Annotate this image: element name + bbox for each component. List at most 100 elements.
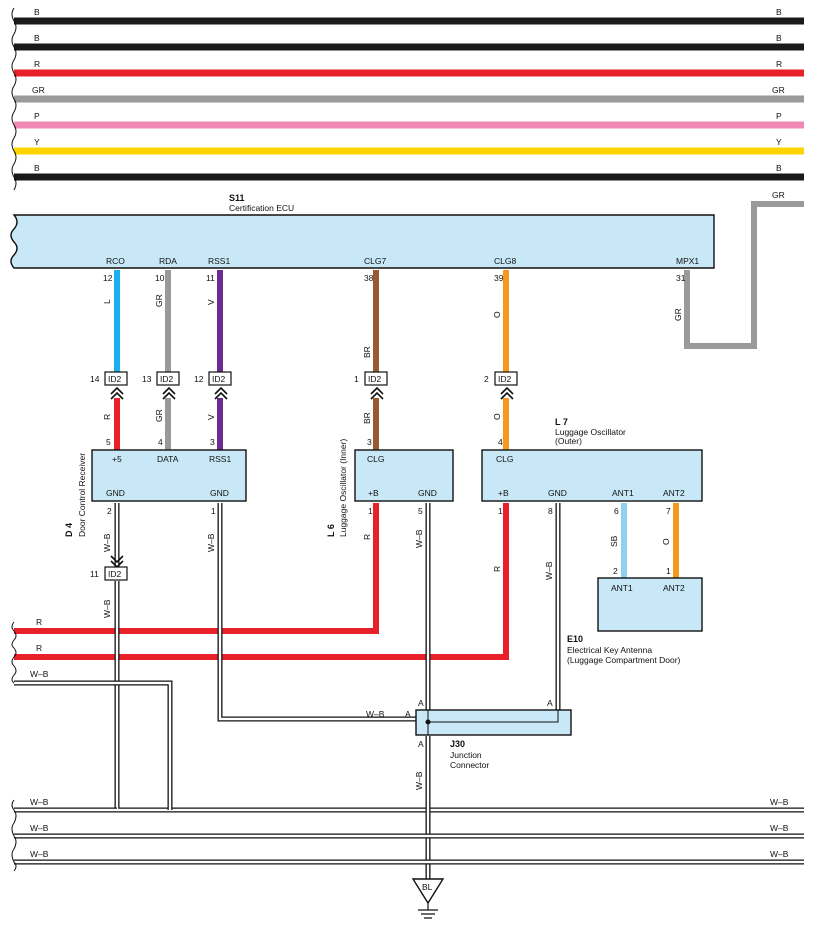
e10-pin-num: 2 — [613, 566, 618, 576]
certification-ecu: S11 Certification ECU RCO RDA RSS1 CLG7 … — [10, 193, 715, 283]
top-bus: GR GR — [14, 85, 804, 103]
l7-pin-ant2: ANT2 — [663, 488, 685, 498]
wire-label: O — [492, 311, 502, 318]
l6-pin-clg: CLG — [367, 454, 384, 464]
wire-label: R — [102, 414, 112, 420]
l6-id: L 6 — [326, 524, 336, 537]
d4-pin-num: 3 — [210, 437, 215, 447]
top-bus: B B — [14, 163, 804, 181]
bottom-bus-label-left: W–B — [30, 797, 49, 807]
d4-pin-gnd: GND — [210, 488, 229, 498]
id2-junction-connector: ID2 12 — [194, 371, 232, 386]
l7-sub: (Outer) — [555, 436, 582, 446]
d4-pin-rss1: RSS1 — [209, 454, 231, 464]
l7-pin-ant1: ANT1 — [612, 488, 634, 498]
ground-triangle — [411, 878, 445, 905]
wire-label: W–B — [414, 529, 424, 548]
l7-pin-num: 8 — [548, 506, 553, 516]
id2-label: ID2 — [498, 374, 512, 384]
top-bus-label-right: GR — [772, 85, 785, 95]
ecu-pin-clg7: CLG7 — [364, 256, 386, 266]
l6-pin-num: 1 — [368, 506, 373, 516]
top-bus-label-right: B — [776, 7, 782, 17]
wire-label: W–B — [102, 599, 112, 618]
d4-pin-plus5: +5 — [112, 454, 122, 464]
ecu-id: S11 — [229, 193, 245, 203]
ecu-pin-rco: RCO — [106, 256, 125, 266]
l6-pin-gnd: GND — [418, 488, 437, 498]
e10-pin-ant1: ANT1 — [611, 583, 633, 593]
id2-num: 13 — [142, 374, 152, 384]
d4-id: D 4 — [64, 523, 74, 537]
d4-pin-data: DATA — [157, 454, 179, 464]
l6-box — [354, 449, 454, 502]
l7-pin-num: 7 — [666, 506, 671, 516]
id2-label: ID2 — [368, 374, 382, 384]
ecu-pin-mpx1: MPX1 — [676, 256, 699, 266]
ecu-pin-num: 11 — [206, 273, 215, 283]
d4-pin-num: 1 — [211, 506, 216, 516]
d4-pin-num: 5 — [106, 437, 111, 447]
top-bus-label-right: B — [776, 33, 782, 43]
wire-label: L — [102, 299, 112, 304]
id2-label: ID2 — [108, 374, 122, 384]
chevron-connector-marks — [110, 386, 514, 400]
e10-id: E10 — [567, 634, 583, 644]
d4-box — [91, 449, 247, 502]
l7-plus-b-wire — [14, 503, 509, 660]
top-bus-label-left: GR — [32, 85, 45, 95]
wire-label: GR — [154, 294, 164, 307]
mid-bus-label: W–B — [30, 669, 49, 679]
j30-pin: A — [418, 739, 424, 749]
ground-point: BL — [411, 878, 445, 919]
j30-id: J30 — [450, 739, 465, 749]
j30-pin: A — [405, 709, 411, 719]
id2-box — [208, 371, 232, 386]
mpx1-gr-wire — [684, 201, 804, 349]
luggage-oscillator-inner: 3 CLG +B GND 1 5 L 6 Luggage Oscillator … — [326, 437, 454, 537]
break-mark — [11, 799, 17, 872]
wire-label: GR — [154, 409, 164, 422]
l7-pin-num: 6 — [614, 506, 619, 516]
top-bus: R R — [14, 59, 804, 77]
top-bus: B B — [14, 7, 804, 25]
wire-label: SB — [609, 535, 619, 547]
ecu-box — [10, 214, 715, 269]
wire-label: BR — [362, 412, 372, 424]
ecu-pin-num: 38 — [364, 273, 374, 283]
wire-label: O — [492, 413, 502, 420]
ecu-pin-rss1: RSS1 — [208, 256, 230, 266]
top-bus-label-left: B — [34, 33, 40, 43]
wire-label: GR — [673, 308, 683, 321]
top-bus-label-left: B — [34, 163, 40, 173]
top-bus-label-left: P — [34, 111, 40, 121]
top-bus: P P — [14, 111, 804, 129]
id2-num: 12 — [194, 374, 204, 384]
id2-junction-connector: ID2 13 — [142, 371, 180, 386]
l6-pin-plus-b: +B — [368, 488, 379, 498]
d4-name: Door Control Receiver — [77, 453, 87, 537]
ecu-pin-num: 12 — [103, 273, 113, 283]
e10-name: Electrical Key Antenna — [567, 645, 652, 655]
top-bus-label-left: Y — [34, 137, 40, 147]
mid-bus-label: R — [36, 643, 42, 653]
gr-tap-label: GR — [772, 190, 785, 200]
id2-junction-connector: ID2 14 — [90, 371, 128, 386]
e10-sub: (Luggage Compartment Door) — [567, 655, 681, 665]
id2-junction-connector: ID2 11 — [90, 555, 128, 581]
break-mark — [11, 621, 17, 684]
j30-sub: Connector — [450, 760, 489, 770]
id2-num: 1 — [354, 374, 359, 384]
luggage-oscillator-outer: L 7 Luggage Oscillator (Outer) 4 CLG +B … — [481, 417, 703, 516]
wire-label: O — [661, 538, 671, 545]
ecu-name: Certification ECU — [229, 203, 294, 213]
wire-label: W–B — [544, 561, 554, 580]
top-bus-label-left: R — [34, 59, 40, 69]
ecu-pin-clg8: CLG8 — [494, 256, 516, 266]
wire-label: R — [492, 566, 502, 572]
j30-splice-dot — [425, 719, 431, 725]
break-mark — [11, 7, 17, 191]
l7-pin-num: 4 — [498, 437, 503, 447]
wire-label: W–B — [414, 771, 424, 790]
